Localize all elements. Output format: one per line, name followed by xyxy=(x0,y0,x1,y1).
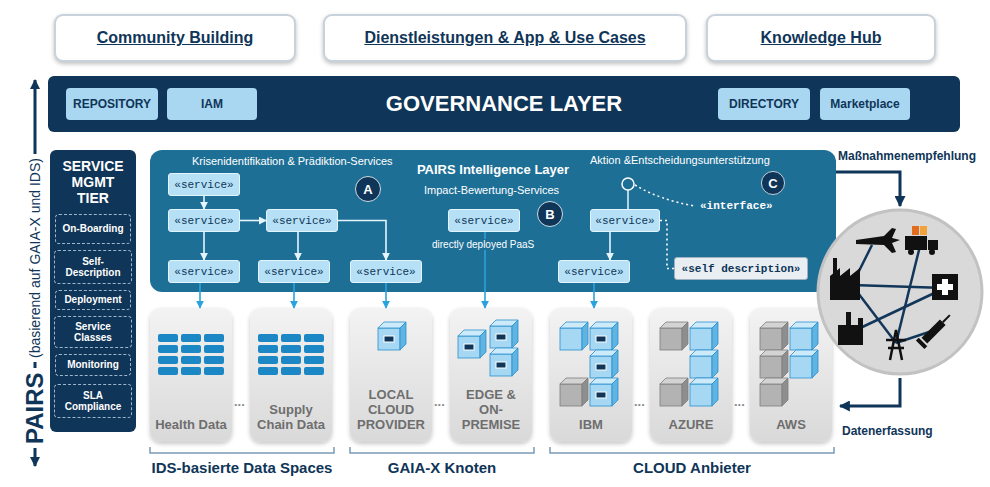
axis-title: PAIRS xyxy=(22,368,48,448)
ellipsis: ... xyxy=(634,394,645,409)
callout-circle: B xyxy=(537,201,563,227)
arrow-label: Maßnahmenempfehlung xyxy=(838,149,976,163)
node-text: «service» xyxy=(174,215,233,227)
cloud-cubes xyxy=(378,320,818,406)
node-text: SERVICE MGMT TIER xyxy=(57,158,129,206)
interface-label: «interface» xyxy=(700,200,773,212)
node-text: Self-Description xyxy=(57,256,129,279)
node-text: B xyxy=(545,207,554,222)
governance-item: REPOSITORY xyxy=(66,88,158,120)
service-box: «service» xyxy=(168,260,240,283)
service-box: «service» xyxy=(258,260,330,283)
node-text: DIRECTORY xyxy=(729,97,799,111)
governance-item: Marketplace xyxy=(820,88,910,120)
node-text: Dienstleistungen & App & Use Cases xyxy=(364,29,645,47)
connector xyxy=(338,221,386,261)
group-brackets xyxy=(150,447,834,453)
layer-heading: Aktion &Entscheidungsunterstützung xyxy=(590,154,770,166)
node-text: «service» xyxy=(356,266,415,278)
ellipsis: ... xyxy=(434,394,445,409)
tier-item: Service Classes xyxy=(54,316,132,348)
paas-note: directly deployed PaaS xyxy=(430,239,536,250)
service-box: «service» xyxy=(448,209,520,232)
connector xyxy=(199,283,201,308)
group-label: GAIA-X Knoten xyxy=(388,459,496,476)
governance-item: IAM xyxy=(167,88,257,120)
node-text: «service» xyxy=(272,215,331,227)
node-text: LOCAL CLOUD PROVIDER xyxy=(354,388,428,433)
node-text: AZURE xyxy=(669,418,714,433)
top-box: Community Building xyxy=(54,14,296,62)
group-label: CLOUD Anbieter xyxy=(633,459,751,476)
callout-circle: C xyxy=(761,171,785,195)
node-text: «service» xyxy=(454,215,513,227)
service-box: «service» xyxy=(558,260,630,283)
tier-item: Deployment xyxy=(55,290,131,310)
service-box: «service» xyxy=(168,173,240,196)
node-text: On-Boarding xyxy=(62,223,123,235)
group-label: IDS-basierte Data Spaces xyxy=(152,459,333,476)
connector xyxy=(293,283,295,308)
callout-circle: A xyxy=(355,176,381,202)
node-text: EDGE & ON-PREMISE xyxy=(454,388,528,433)
governance-band: GOVERNANCE LAYER REPOSITORY IAM DIRECTORY Ma… xyxy=(48,76,960,132)
node-text: A xyxy=(363,182,372,197)
recommendation-arrow xyxy=(836,172,900,206)
node-text: Community Building xyxy=(97,29,253,47)
capture-arrow xyxy=(840,378,900,406)
node-text: PAIRS Intelligence Layer xyxy=(417,162,569,177)
node-text: Health Data xyxy=(155,418,227,433)
node-text: Deployment xyxy=(64,294,121,306)
node-text: REPOSITORY xyxy=(73,97,151,111)
node-text: «self description» xyxy=(682,263,801,275)
connector xyxy=(609,232,611,260)
connector xyxy=(203,196,205,209)
connector xyxy=(385,283,387,308)
arrow-label: Datenerfassung xyxy=(842,424,933,438)
tier-item: SLA Compliance xyxy=(54,384,132,418)
layer-heading: Krisenidentifikation & Prädiktion-Servic… xyxy=(192,155,393,167)
node-text: IBM xyxy=(579,418,603,433)
service-box: «service» xyxy=(168,209,240,232)
node-text: Monitoring xyxy=(67,359,119,371)
node-text: GOVERNANCE LAYER xyxy=(386,91,622,117)
connector xyxy=(593,283,595,308)
tier-item: Self-Description xyxy=(54,250,132,284)
node-text: «service» xyxy=(595,215,654,227)
interface-lollipop xyxy=(622,178,695,209)
top-box: Dienstleistungen & App & Use Cases xyxy=(323,14,687,62)
node-text: Knowledge Hub xyxy=(761,29,882,47)
layer-heading: Impact-Bewertung-Services xyxy=(424,184,559,196)
node-text: Service Classes xyxy=(57,321,129,344)
service-tier: SERVICE MGMT TIER On-BoardingSelf-Descrip… xyxy=(50,150,136,432)
service-box: «service» xyxy=(266,209,338,232)
service-box: «service» xyxy=(350,260,422,283)
node-text: «service» xyxy=(264,266,323,278)
top-box: Knowledge Hub xyxy=(706,14,936,62)
node-text: «service» xyxy=(174,179,233,191)
node-text: IAM xyxy=(201,97,223,111)
node-text: Supply Chain Data xyxy=(254,403,328,433)
ellipsis: ... xyxy=(234,394,245,409)
node-text: C xyxy=(768,176,777,191)
node-text: Marketplace xyxy=(830,97,899,111)
self-description-box: «self description» xyxy=(674,257,808,280)
service-box: «service» xyxy=(590,209,660,232)
connector xyxy=(660,221,674,269)
axis-subtitle: (basierend auf GAIA-X und IDS) xyxy=(27,154,44,362)
sector-illustration xyxy=(818,210,982,374)
tier-item: Monitoring xyxy=(55,354,131,376)
connector xyxy=(297,232,299,260)
tier-item: On-Boarding xyxy=(55,214,131,244)
node-text: «service» xyxy=(174,266,233,278)
connector xyxy=(240,220,266,222)
governance-item: DIRECTORY xyxy=(718,88,810,120)
connector xyxy=(203,232,205,260)
ellipsis: ... xyxy=(734,394,745,409)
data-grids xyxy=(158,334,324,375)
node-text: AWS xyxy=(776,418,806,433)
node-text: SLA Compliance xyxy=(57,390,129,413)
node-text: «service» xyxy=(564,266,623,278)
